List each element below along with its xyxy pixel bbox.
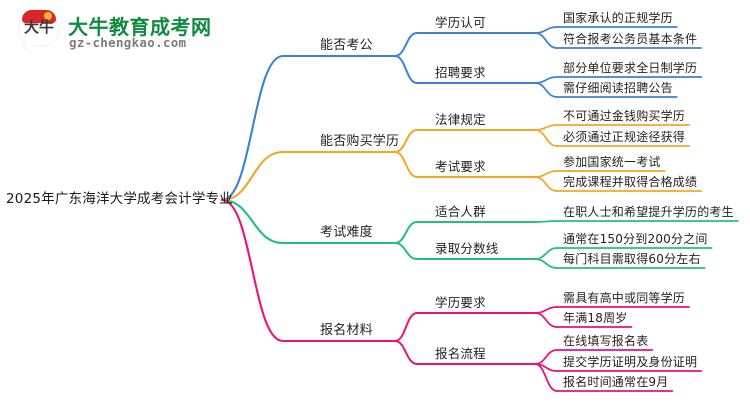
mindmap-leaf-label: 部分单位要求全日制学历: [563, 61, 698, 75]
mindmap-branch-label-2[interactable]: 能否购买学历: [320, 134, 400, 149]
mindmap-subbranch-label-3-2[interactable]: 录取分数线: [435, 241, 499, 256]
mindmap-branch-label-1[interactable]: 能否考公: [320, 38, 373, 53]
mindmap-subbranch-label-4-2[interactable]: 报名流程: [435, 346, 486, 361]
mindmap-subbranch-label-1-1[interactable]: 学历认可: [435, 15, 486, 30]
mindmap-leaf-label: 每门科目需取得60分左右: [563, 252, 701, 266]
logo-badge-text: 大牛: [23, 18, 54, 36]
mindmap-leaf-label: 需具有高中或同等学历: [563, 291, 686, 305]
mindmap-subbranch-label-3-1[interactable]: 适合人群: [435, 204, 486, 219]
mindmap-leaf-label: 年满18周岁: [563, 311, 628, 325]
mindmap-leaf-label: 需仔细阅读招聘公告: [563, 81, 673, 95]
mindmap-leaf-label: 国家承认的正规学历: [563, 11, 673, 25]
site-logo[interactable]: 大牛 大牛教育成考网 gz-chengkao.com: [18, 7, 233, 53]
mindmap-leaf-label: 在职人士和希望提升学历的考生: [563, 205, 734, 219]
mindmap-leaf-label: 不可通过金钱购买学历: [563, 109, 686, 123]
mindmap-subbranch-label-4-1[interactable]: 学历要求: [435, 295, 486, 310]
mindmap-subbranch-label-2-2[interactable]: 考试要求: [435, 159, 486, 174]
mindmap-root-title: 2025年广东海洋大学成考会计学专业: [6, 191, 233, 207]
logo-brand-name: 大牛教育成考网: [68, 15, 212, 39]
mindmap-leaf-label: 符合报考公务员基本条件: [563, 32, 698, 46]
mindmap-subbranch-label-1-2[interactable]: 招聘要求: [435, 65, 486, 80]
logo-speech-bubble-icon: 大牛: [18, 9, 60, 47]
mindmap-leaf-label: 参加国家统一考试: [563, 155, 661, 169]
mindmap-branch-label-4[interactable]: 报名材料: [320, 323, 373, 338]
mindmap-leaf-label: 完成课程并取得合格成绩: [563, 175, 698, 189]
mindmap-leaf-label: 在线填写报名表: [563, 334, 649, 348]
mindmap-subbranch-label-2-1[interactable]: 法律规定: [435, 112, 486, 127]
mindmap-leaf-label: 报名时间通常在9月: [563, 375, 669, 389]
logo-dot-icon: [44, 12, 52, 20]
mindmap-leaf-label: 必须通过正规途径获得: [563, 130, 686, 144]
mindmap-branch-label-3[interactable]: 考试难度: [320, 225, 373, 240]
mindmap-leaf-label: 提交学历证明及身份证明: [563, 355, 698, 369]
logo-site-url: gz-chengkao.com: [69, 35, 187, 50]
mindmap-leaf-label: 通常在150分到200分之间: [563, 232, 708, 246]
